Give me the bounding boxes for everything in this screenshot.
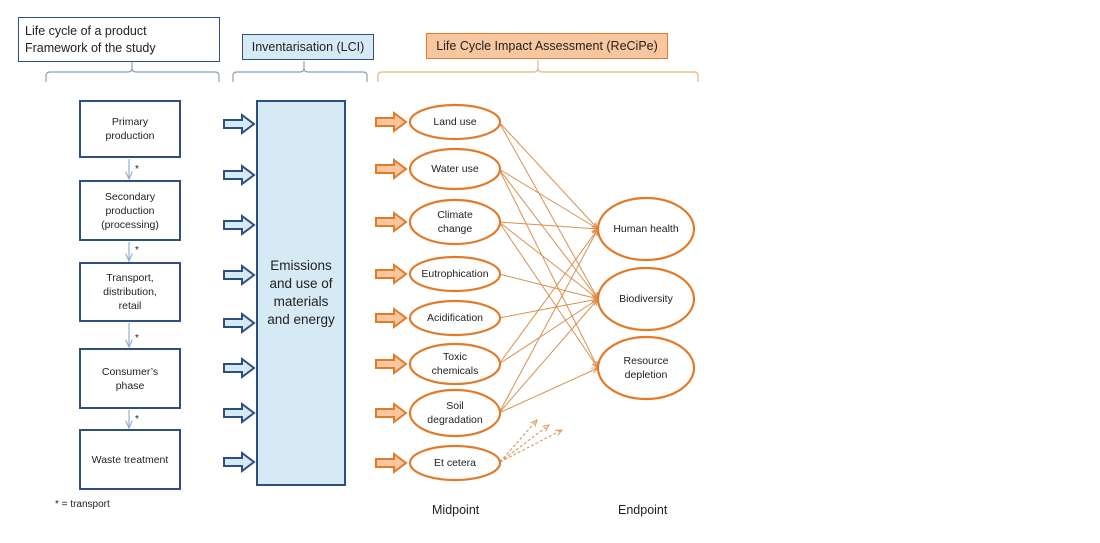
endpoint-node-human-health xyxy=(596,196,696,262)
stage-consumers-phase: Consumer’s phase xyxy=(79,348,181,409)
transport-marker: * xyxy=(135,245,139,256)
impact-arrow-icon xyxy=(375,263,408,285)
dashed-arrow xyxy=(499,420,537,463)
impact-link-toxic-chemicals-to-biodiversity xyxy=(498,299,598,365)
input-arrow-icon xyxy=(223,164,256,186)
impact-link-land-use-to-biodiversity xyxy=(498,121,598,299)
transport-marker: * xyxy=(135,414,139,425)
midpoint-node-et-cetera xyxy=(408,444,502,482)
framework-header-line2: Framework of the study xyxy=(25,40,156,55)
midpoint-node-toxic-chemicals xyxy=(408,342,502,386)
impact-arrow-icon xyxy=(375,353,408,375)
framework-brace xyxy=(45,62,220,82)
stage-transport-distribution: Transport, distribution, retail xyxy=(79,262,181,322)
impact-arrow-icon xyxy=(375,211,408,233)
impact-link-water-use-to-human-health xyxy=(498,168,598,229)
midpoint-node-eutrophication xyxy=(408,255,502,293)
impact-arrow-icon xyxy=(375,307,408,329)
et-cetera-dashed-arrows xyxy=(499,420,562,463)
impact-link-acidification-to-biodiversity xyxy=(498,299,598,319)
midpoint-node-water-use xyxy=(408,147,502,191)
impact-arrow-icon xyxy=(375,111,408,133)
stage-secondary-production: Secondary production (processing) xyxy=(79,180,181,241)
impact-arrow-icon xyxy=(375,158,408,180)
impact-link-soil-degradation-to-human-health xyxy=(498,229,598,414)
impact-link-land-use-to-human-health xyxy=(498,121,598,229)
endpoint-node-biodiversity xyxy=(596,266,696,332)
impact-link-climate-change-to-human-health xyxy=(498,221,598,229)
impact-link-soil-degradation-to-biodiversity xyxy=(498,299,598,414)
impact-link-water-use-to-resource-depletion xyxy=(498,168,598,368)
impact-link-eutrophication-to-biodiversity xyxy=(498,273,598,299)
lci-brace xyxy=(232,61,368,82)
input-arrow-icon xyxy=(223,402,256,424)
impact-link-climate-change-to-biodiversity xyxy=(498,221,598,299)
lci-emissions-box: Emissions and use of materials and energ… xyxy=(256,100,346,486)
dashed-arrow xyxy=(499,425,549,463)
stage-primary-production: Primary production xyxy=(79,100,181,158)
midpoint-node-land-use xyxy=(408,103,502,141)
stage-waste-treatment: Waste treatment xyxy=(79,429,181,490)
midpoint-column-label: Midpoint xyxy=(432,503,480,517)
dashed-arrow xyxy=(499,430,562,463)
input-arrow-icon xyxy=(223,214,256,236)
input-arrow-icon xyxy=(223,264,256,286)
endpoint-column-label: Endpoint xyxy=(618,503,668,517)
impact-link-climate-change-to-resource-depletion xyxy=(498,221,598,368)
impact-arrow-icon xyxy=(375,402,408,424)
impact-arrow-icon xyxy=(375,452,408,474)
transport-marker: * xyxy=(135,164,139,175)
footnote: * = transport xyxy=(55,499,110,510)
input-arrow-icon xyxy=(223,113,256,135)
input-arrow-icon xyxy=(223,451,256,473)
endpoint-node-resource-depletion xyxy=(596,335,696,401)
impact-link-soil-degradation-to-resource-depletion xyxy=(498,368,598,414)
lci-header: Inventarisation (LCI) xyxy=(242,34,374,60)
lcia-header-label: Life Cycle Impact Assessment (ReCiPe) xyxy=(436,38,658,53)
midpoint-node-acidification xyxy=(408,299,502,337)
framework-header: Life cycle of a product Framework of the… xyxy=(18,17,220,62)
lci-header-label: Inventarisation (LCI) xyxy=(251,39,365,54)
input-arrow-icon xyxy=(223,357,256,379)
midpoint-node-climate-change xyxy=(408,198,502,246)
impact-link-toxic-chemicals-to-human-health xyxy=(498,229,598,365)
framework-header-line1: Life cycle of a product xyxy=(25,23,147,38)
impact-link-water-use-to-biodiversity xyxy=(498,168,598,299)
lcia-brace xyxy=(377,60,699,82)
transport-marker: * xyxy=(135,333,139,344)
midpoint-node-soil-degradation xyxy=(408,388,502,438)
lcia-header: Life Cycle Impact Assessment (ReCiPe) xyxy=(426,33,668,59)
input-arrow-icon xyxy=(223,312,256,334)
